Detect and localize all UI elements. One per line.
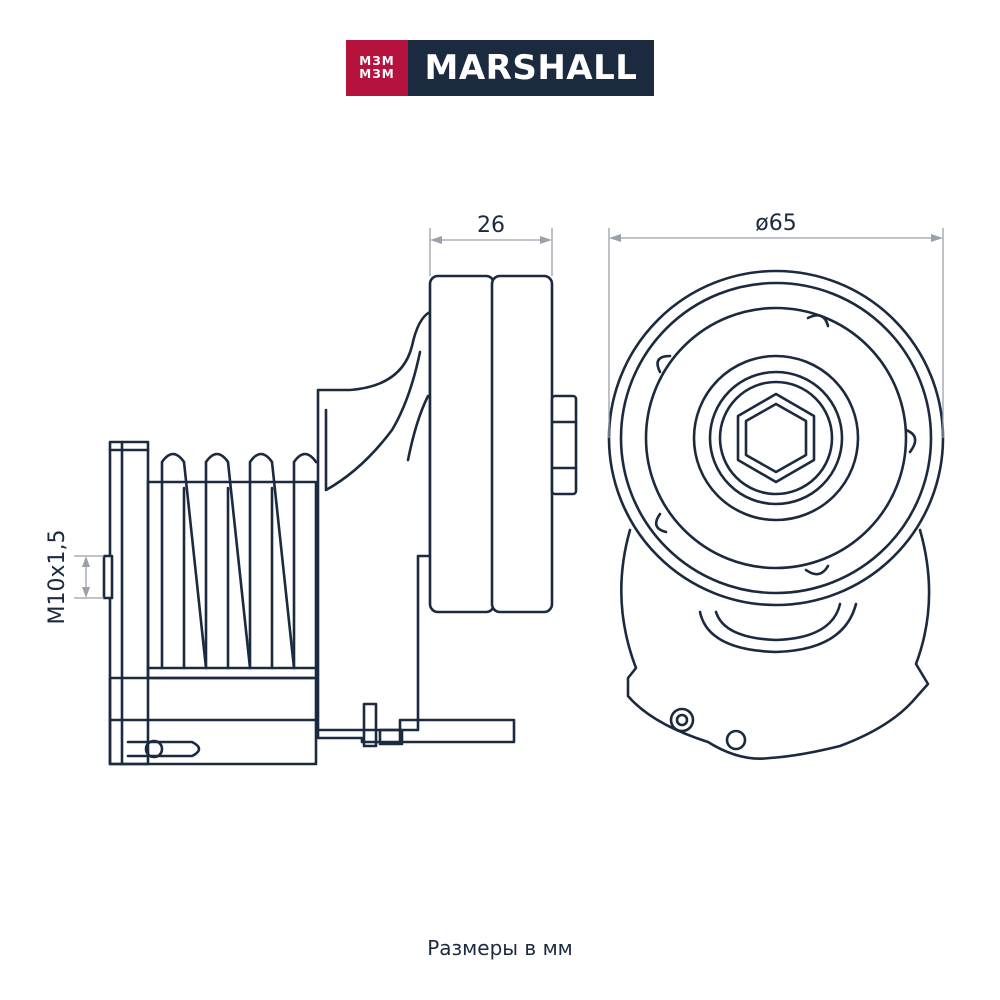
spring-coils bbox=[146, 452, 318, 670]
pulley-lugs bbox=[654, 314, 917, 576]
thread-label: M10x1,5 bbox=[45, 530, 70, 625]
pulley-face bbox=[644, 306, 908, 570]
back-plate bbox=[108, 440, 150, 766]
arm-base-outline bbox=[620, 528, 931, 760]
logo-mark-line: MЗM bbox=[359, 54, 395, 68]
pulley-outer-rim bbox=[607, 269, 945, 607]
brand-name: MARSHALL bbox=[408, 40, 654, 96]
mount-hole bbox=[669, 707, 695, 733]
hub-outer bbox=[692, 354, 860, 522]
pulley-right-half bbox=[490, 274, 554, 614]
caption: Размеры в мм bbox=[427, 936, 573, 960]
pulley-left-half bbox=[428, 274, 496, 614]
dimension-thread: M10x1,5 bbox=[45, 530, 104, 625]
dimension-diameter: ø65 bbox=[608, 211, 944, 438]
logo-mark-icon: MЗM MЗM bbox=[346, 40, 408, 96]
pivot-pin bbox=[126, 740, 201, 758]
hub-arc bbox=[698, 602, 858, 654]
brand-logo: MЗM MЗM MARSHALL bbox=[346, 40, 654, 96]
center-bolt bbox=[550, 394, 578, 496]
diameter-label: ø65 bbox=[755, 211, 796, 236]
logo-mark-line: MЗM bbox=[359, 67, 395, 81]
width-label: 26 bbox=[477, 213, 505, 238]
hex-bolt-head bbox=[736, 392, 816, 484]
threaded-stud bbox=[102, 554, 114, 600]
mounting-tab bbox=[316, 718, 516, 744]
dimension-width: 26 bbox=[429, 213, 553, 276]
front-view bbox=[607, 269, 945, 760]
side-view bbox=[102, 274, 578, 766]
